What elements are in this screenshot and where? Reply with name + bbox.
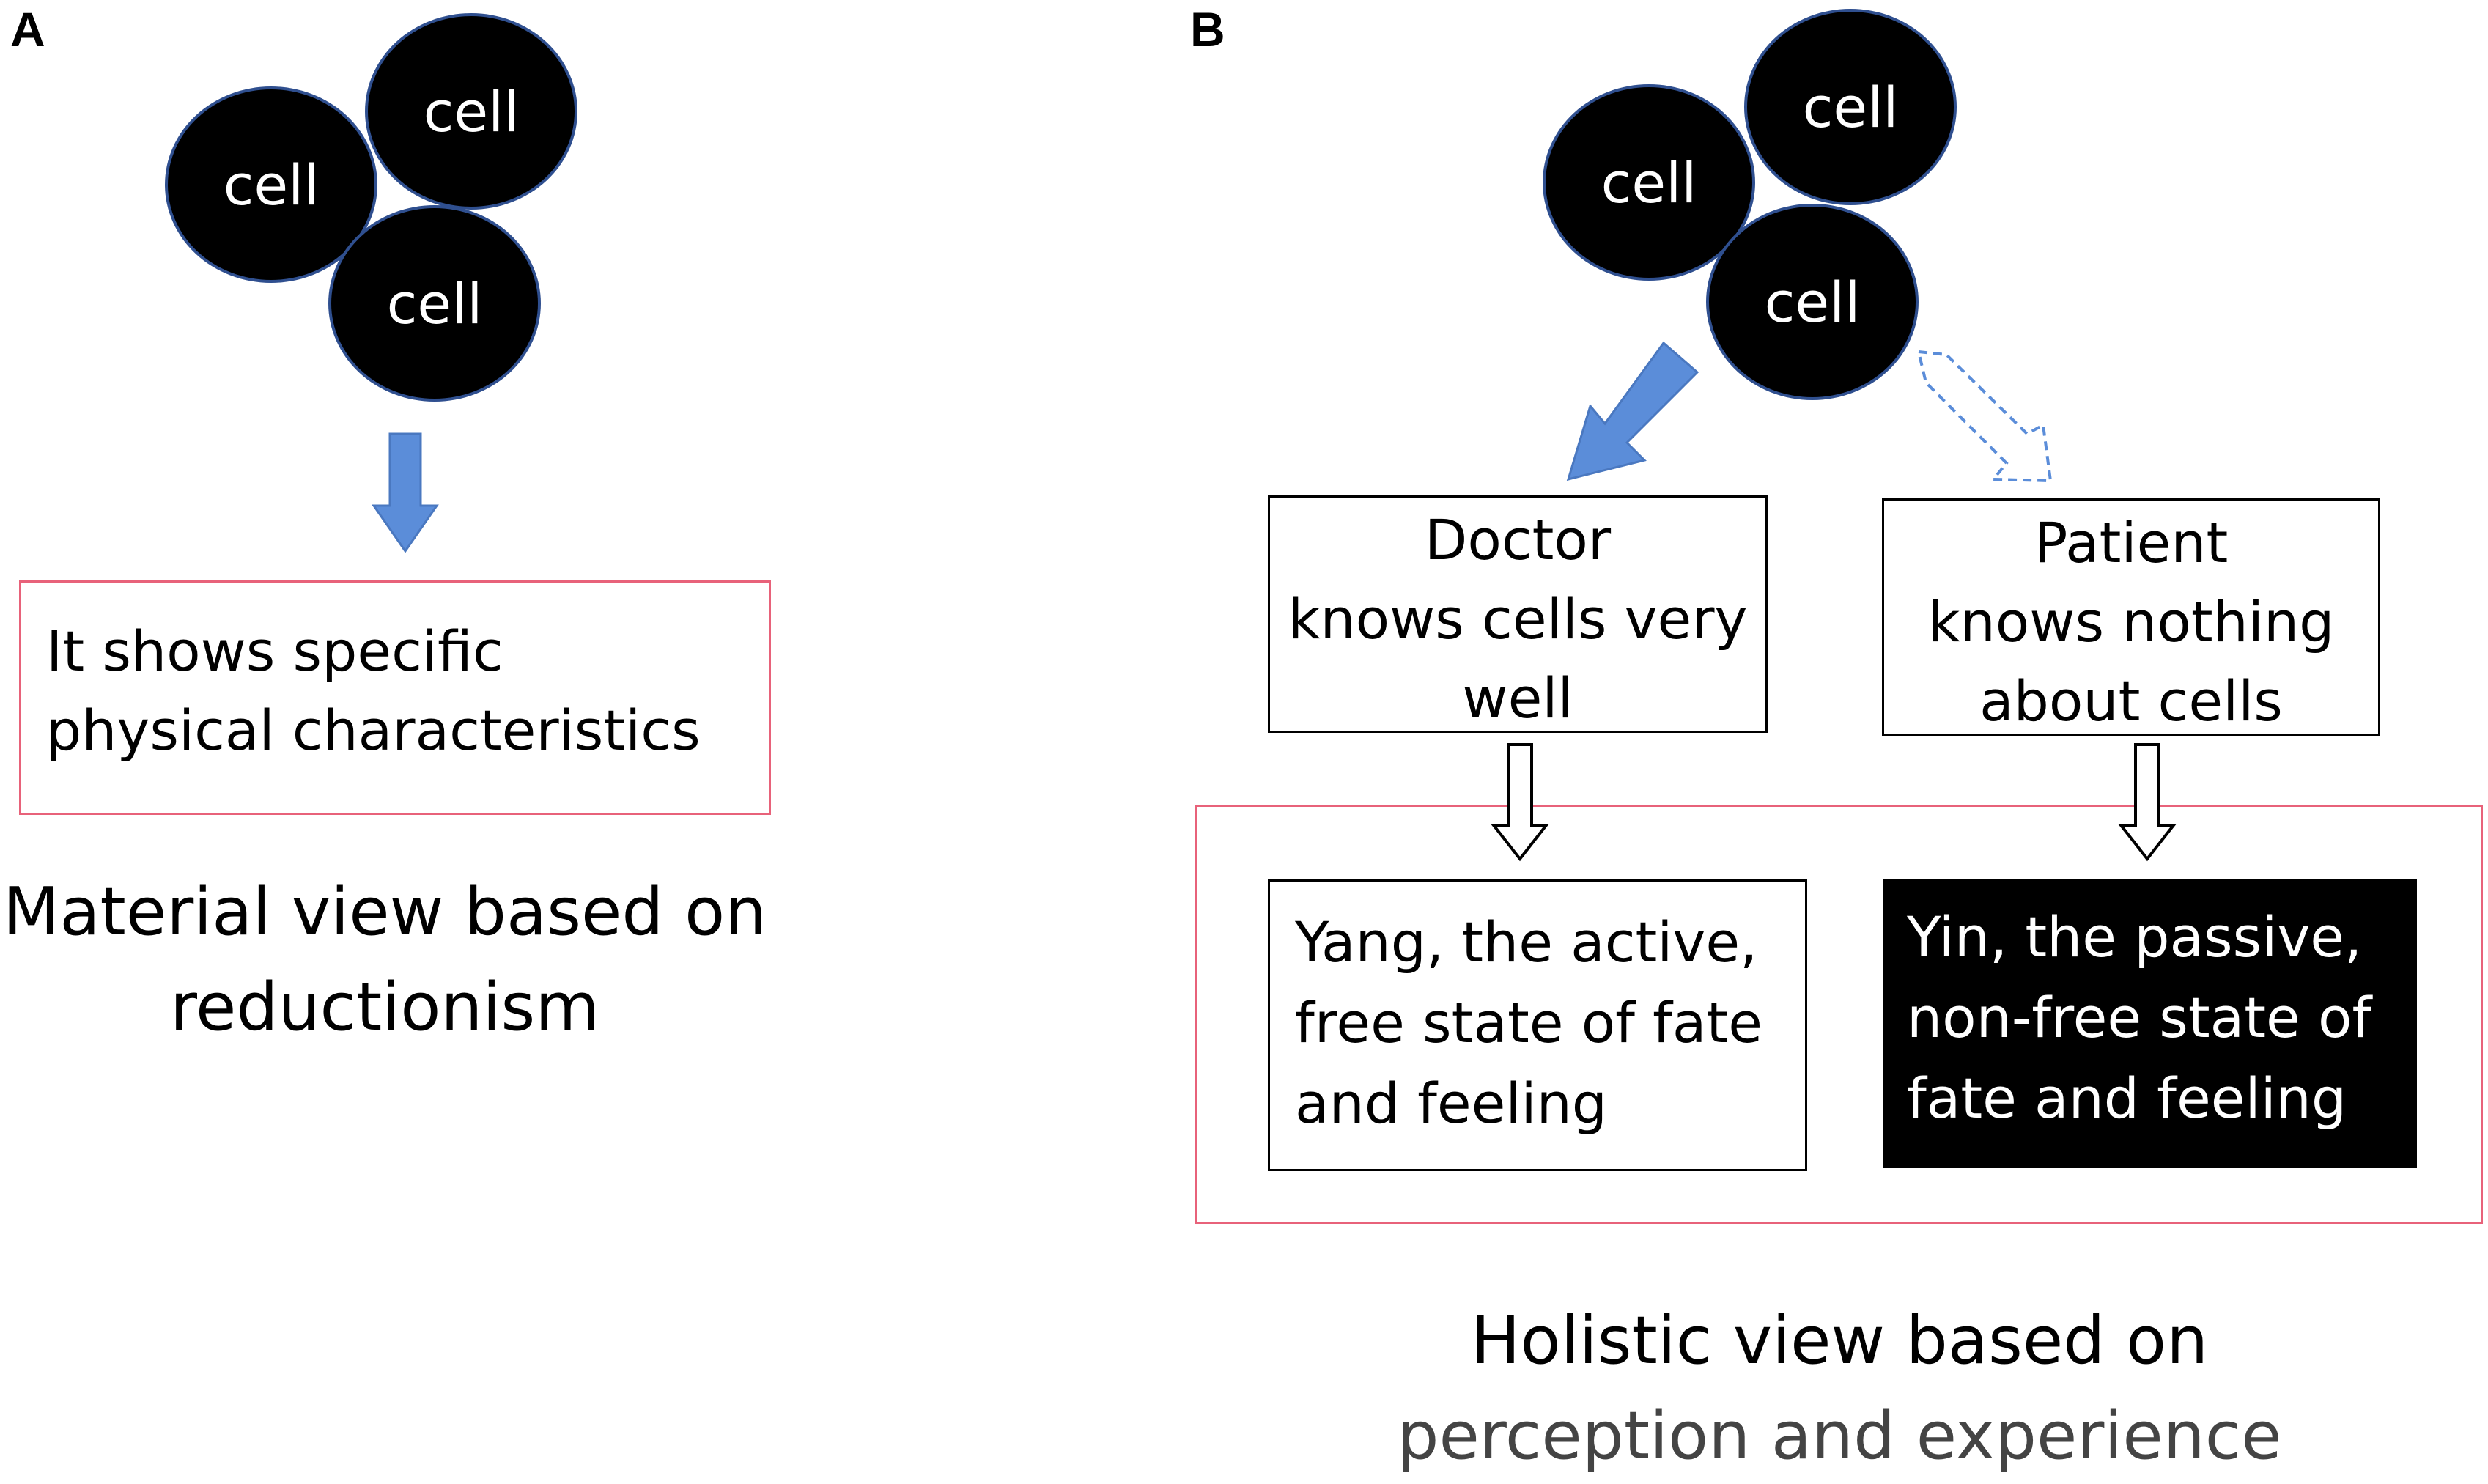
cell-a-top: cell [365, 13, 577, 210]
yang-box: Yang, the active, free state of fate and… [1268, 879, 1807, 1171]
doctor-line1: Doctor [1424, 507, 1612, 572]
cell-label: cell [223, 152, 320, 218]
patient-box: Patient knows nothing about cells [1882, 498, 2380, 736]
cell-a-left: cell [165, 86, 377, 283]
down-arrow-doctor-yang [1490, 743, 1550, 862]
cell-label: cell [1802, 74, 1899, 140]
cell-label: cell [386, 270, 483, 336]
yin-yang-frame [1195, 805, 2483, 1224]
cell-a-bottom: cell [328, 205, 541, 402]
down-arrow-patient-yin [2117, 743, 2177, 862]
patient-line2: knows nothing [1927, 589, 2335, 654]
cell-label: cell [1601, 149, 1697, 215]
yin-text: Yin, the passive, non-free state of fate… [1907, 904, 2372, 1131]
panel-a-caption-line2: reductionism [169, 969, 599, 1046]
panel-b-label: B [1190, 2, 1225, 56]
dashed-arrow-patient [1916, 350, 2053, 483]
cell-b-bottom: cell [1706, 204, 1919, 400]
yang-text: Yang, the active, free state of fate and… [1295, 909, 1762, 1136]
doctor-box: Doctor knows cells very well [1268, 495, 1768, 733]
physical-characteristics-text: It shows specific physical characteristi… [46, 619, 701, 763]
cell-label: cell [423, 78, 520, 144]
yin-box: Yin, the passive, non-free state of fate… [1883, 879, 2417, 1168]
patient-line1: Patient [2034, 510, 2229, 575]
doctor-line3: well [1462, 665, 1573, 731]
physical-characteristics-box: It shows specific physical characteristi… [19, 580, 771, 815]
diagonal-arrow-doctor [1566, 341, 1699, 481]
cell-b-top: cell [1744, 9, 1957, 205]
cell-label: cell [1764, 269, 1861, 335]
panel-a-caption-line1: Material view based on [2, 874, 767, 950]
doctor-line2: knows cells very [1288, 586, 1748, 651]
panel-a-caption: Material view based on reductionism [0, 865, 769, 1055]
patient-line3: about cells [1979, 668, 2283, 734]
cell-b-left: cell [1543, 84, 1755, 281]
panel-b-caption-line2: perception and experience [1397, 1398, 2282, 1474]
down-arrow-a [372, 432, 439, 553]
panel-a-label: A [10, 2, 45, 56]
panel-b-caption-line1: Holistic view based on [1470, 1302, 2209, 1379]
panel-b-caption: Holistic view based on perception and ex… [1282, 1293, 2396, 1484]
